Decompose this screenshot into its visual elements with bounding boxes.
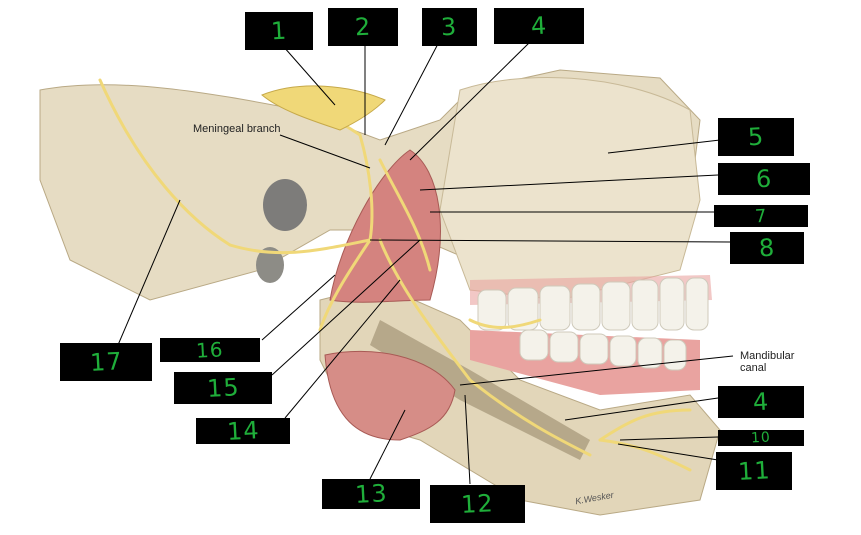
answer-box-8: 8	[730, 232, 804, 264]
answer-box-4-top: 4	[494, 8, 584, 44]
leader-lines	[117, 39, 734, 485]
answer-box-13: 13	[322, 479, 420, 509]
answer-box-7-text: 7	[754, 205, 768, 227]
answer-box-10-text: 10	[750, 429, 772, 447]
answer-box-15: 15	[174, 372, 272, 404]
pterygoid-muscle	[329, 149, 441, 303]
answer-box-6-text: 6	[755, 164, 773, 194]
maxilla-bone	[439, 77, 701, 301]
answer-box-11: 11	[716, 452, 792, 490]
answer-box-14: 14	[196, 416, 290, 446]
teeth	[477, 277, 709, 371]
mandibular-canal-label-line2: canal	[740, 362, 767, 374]
answer-box-1: 1	[245, 12, 313, 50]
answer-box-3: 3	[422, 8, 477, 46]
answer-box-4-top-text: 4	[530, 11, 548, 41]
answer-box-16: 16	[160, 337, 260, 363]
answer-box-14-text: 14	[226, 416, 260, 446]
answer-box-8-text: 8	[758, 233, 776, 263]
answer-box-5-text: 5	[747, 122, 765, 152]
answer-box-12-text: 12	[460, 489, 495, 519]
meningeal-branch-label: Meningeal branch	[193, 123, 281, 135]
mandibular-canal-label: Mandibular canal	[740, 350, 794, 374]
answer-box-17: 17	[60, 343, 152, 381]
answer-box-2-text: 2	[354, 12, 372, 42]
answer-box-12: 12	[430, 485, 525, 523]
nerves	[98, 78, 692, 472]
answer-box-16-text: 16	[195, 337, 225, 363]
answer-box-10: 10	[718, 429, 804, 447]
answer-box-2: 2	[328, 8, 398, 46]
masseter-muscle	[324, 350, 456, 441]
foramen-shadow	[263, 179, 307, 231]
answer-box-1-text: 1	[270, 16, 288, 46]
answer-box-5: 5	[718, 118, 794, 156]
answer-box-11-text: 11	[737, 456, 771, 486]
answer-box-17-text: 17	[89, 347, 123, 377]
answer-box-15-text: 15	[206, 373, 240, 403]
trigeminal-ganglion	[261, 85, 386, 131]
mandibular-canal-label-line1: Mandibular	[740, 350, 795, 362]
answer-box-6: 6	[718, 163, 810, 195]
mastoid-shadow	[256, 247, 284, 283]
answer-box-4-bottom: 4	[718, 386, 804, 418]
answer-box-7: 7	[714, 205, 808, 227]
answer-box-3-text: 3	[440, 12, 459, 42]
answer-box-4-bottom-text: 4	[752, 387, 770, 417]
answer-box-13-text: 13	[354, 479, 388, 509]
